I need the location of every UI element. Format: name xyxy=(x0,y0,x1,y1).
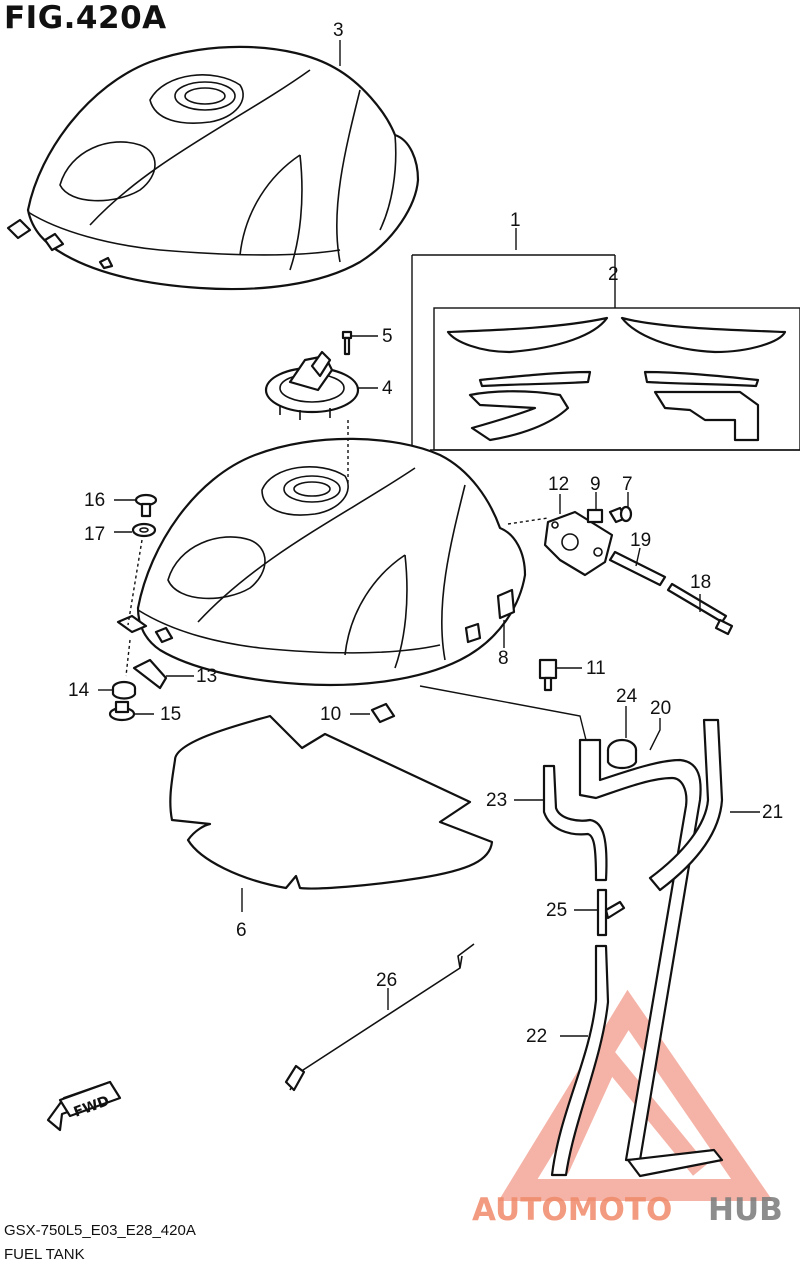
callout-25: 25 xyxy=(546,900,567,921)
figure-title: FIG.420A xyxy=(4,0,167,36)
callout-5: 5 xyxy=(382,326,393,347)
decal-set-box xyxy=(411,254,800,470)
rod-part-26 xyxy=(289,943,475,1091)
callout-17: 17 xyxy=(84,524,105,545)
section-name: FUEL TANK xyxy=(4,1246,85,1263)
cushion-part-19 xyxy=(608,550,667,587)
washer-part-17 xyxy=(131,522,157,538)
collar-part-15 xyxy=(108,700,136,722)
decal-right-logo xyxy=(643,370,760,442)
hose-part-21 xyxy=(648,718,724,892)
screw-part-5 xyxy=(341,330,353,356)
leader-bolt-dash xyxy=(127,539,143,626)
bolt-part-16 xyxy=(134,493,158,518)
hose-part-23 xyxy=(542,764,608,882)
watermark-text-automoto: AUTOMOTO xyxy=(472,1192,672,1228)
watermark-text: AUTOMOTO HUB xyxy=(472,1192,783,1228)
bracket-part-13 xyxy=(132,658,168,690)
callout-1: 1 xyxy=(510,210,521,231)
callout-2: 2 xyxy=(608,264,619,285)
bracket-part-12 xyxy=(543,510,614,577)
callout-21: 21 xyxy=(762,802,783,823)
callout-4: 4 xyxy=(382,378,393,399)
leader-tank-pipes xyxy=(419,685,587,741)
model-code: GSX-750L5_E03_E28_420A xyxy=(4,1222,196,1239)
callout-23: 23 xyxy=(486,790,507,811)
fuel-tank-top-view xyxy=(6,45,420,291)
callout-labels: 1 2 3 4 5 6 7 8 9 10 11 12 13 14 15 16 1… xyxy=(68,20,783,1047)
callout-11: 11 xyxy=(586,658,606,679)
callout-12: 12 xyxy=(548,474,569,495)
decal-left-upper xyxy=(446,316,609,354)
callout-18: 18 xyxy=(690,572,711,593)
leader-cushion xyxy=(125,639,131,677)
decal-right-upper xyxy=(620,316,787,354)
callout-9: 9 xyxy=(590,474,601,495)
watermark-triangle-inner xyxy=(551,1043,707,1176)
gasket-part-6 xyxy=(169,714,494,890)
callout-7: 7 xyxy=(622,474,633,495)
callout-16: 16 xyxy=(84,490,105,511)
fwd-arrow: FWD xyxy=(46,1080,122,1132)
callout-15: 15 xyxy=(160,704,181,725)
callout-10: 10 xyxy=(320,704,341,725)
fuel-cap-part-4 xyxy=(264,350,360,420)
valve-part-11 xyxy=(538,658,558,692)
hose-part-22 xyxy=(550,944,610,1177)
hose-end-part-20-bottom xyxy=(626,1148,724,1178)
callout-20: 20 xyxy=(650,698,671,719)
callout-3: 3 xyxy=(333,20,344,41)
decal-left-logo xyxy=(468,370,592,442)
fuel-tank-main-view xyxy=(116,437,527,687)
callout-14: 14 xyxy=(68,680,90,701)
watermark-text-hub: HUB xyxy=(708,1192,783,1228)
callout-22: 22 xyxy=(526,1026,547,1047)
callout-26: 26 xyxy=(376,970,397,991)
leader-lines xyxy=(98,40,760,1037)
bolt-part-18 xyxy=(666,582,734,636)
joint-part-25 xyxy=(596,888,626,937)
callout-19: 19 xyxy=(630,530,651,551)
callout-6: 6 xyxy=(236,920,247,941)
leader-bracket xyxy=(507,517,549,525)
rod-end-part-26 xyxy=(284,1064,306,1092)
callout-8: 8 xyxy=(498,648,509,669)
cushion-part-14 xyxy=(111,680,137,700)
clamp-part-24 xyxy=(606,738,638,770)
callout-13: 13 xyxy=(196,666,217,687)
screw-part-7 xyxy=(608,505,633,524)
nut-part-9 xyxy=(586,508,604,524)
clip-part-10 xyxy=(370,702,396,724)
callout-24: 24 xyxy=(616,686,638,707)
